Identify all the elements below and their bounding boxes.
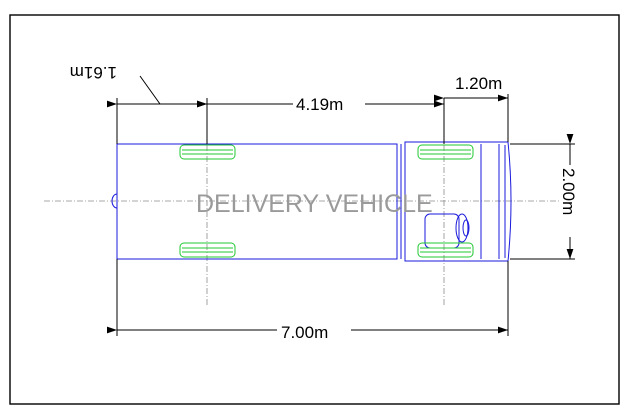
wheel-front-top [417,144,474,160]
hitch-icon [111,193,118,209]
drawing-border [9,14,620,405]
steering-column [462,219,470,237]
dim-label-overall-length-bg [277,318,351,340]
dim-label-rear-overhang: 1.61m [70,63,117,82]
dim-label-overall-width: 2.00m [559,168,578,215]
dim-label-overall-length: 7.00m [281,323,328,342]
dim-leader-rear-overhang [139,75,161,105]
cargo-body [116,143,398,260]
vehicle-outline [111,141,512,262]
steering-wheel-icon [455,213,469,243]
vehicle-label-watermark: DELIVERY VEHICLE [196,190,433,218]
wheels [179,144,474,258]
dimension-labels: 1.61m 4.19m 1.20m 2.00m 7.00m [70,63,580,342]
wheel-rear-top [179,144,236,160]
dim-label-wheelbase-bg [293,92,365,112]
dim-label-wheelbase: 4.19m [296,95,343,114]
dim-label-front-overhang: 1.20m [455,74,502,93]
dim-label-overall-width-bg [560,165,580,237]
cab-body [404,141,512,262]
wheel-front-bottom [417,242,474,258]
wheel-rear-bottom [179,242,236,258]
